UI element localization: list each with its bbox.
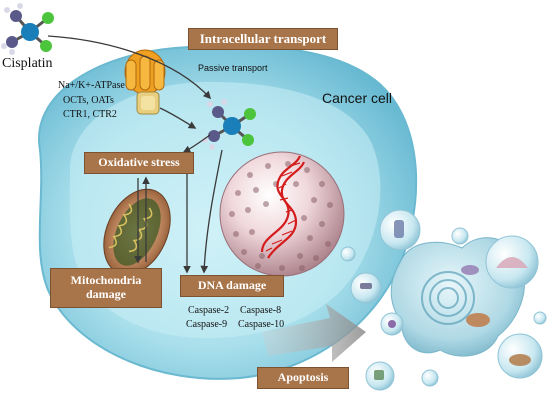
pathway-arrows [47, 35, 223, 274]
apoptotic-body-icon [340, 209, 547, 391]
passive-transport-label: Passive transport [198, 63, 268, 73]
cisplatin-label: Cisplatin [2, 56, 53, 71]
caspase-2-label: Caspase-2 [188, 305, 230, 316]
caspase-8-label: Caspase-8 [240, 305, 282, 316]
apoptosis-label: Apoptosis [257, 367, 349, 389]
transporter-label-3: CTR1, CTR2 [63, 109, 117, 120]
transporter-uptake-arrow [159, 107, 197, 129]
cisplatin-molecule-icon [202, 99, 256, 150]
apoptosis-arrow [262, 304, 366, 362]
nucleus-icon [219, 151, 345, 277]
mitochondrion-icon [103, 188, 171, 276]
mitochondria-damage-line-2: damage [86, 287, 126, 301]
dna-helix-icon [260, 155, 306, 259]
oxidative-stress-label: Oxidative stress [84, 152, 194, 174]
caspase-9-label: Caspase-9 [186, 319, 228, 330]
dna-damage-label: DNA damage [180, 275, 284, 297]
cancer-cell-label: Cancer cell [322, 90, 393, 106]
transporter-label-1: Na+/K+-ATPase [58, 80, 125, 91]
cisplatin-molecule-icon [1, 3, 54, 55]
mitochondria-damage-line-1: Mitochondria [70, 273, 142, 288]
to-dna-damage-arrow [200, 149, 223, 274]
intracellular-transport-label: Intracellular transport [188, 28, 338, 50]
transporter-label-2: OCTs, OATs [63, 95, 114, 106]
to-oxidative-stress-arrow [182, 134, 211, 153]
passive-transport-arrow [47, 35, 212, 100]
mitochondria-damage-label: Mitochondria damage [50, 268, 162, 308]
caspase-10-label: Caspase-10 [238, 319, 285, 330]
